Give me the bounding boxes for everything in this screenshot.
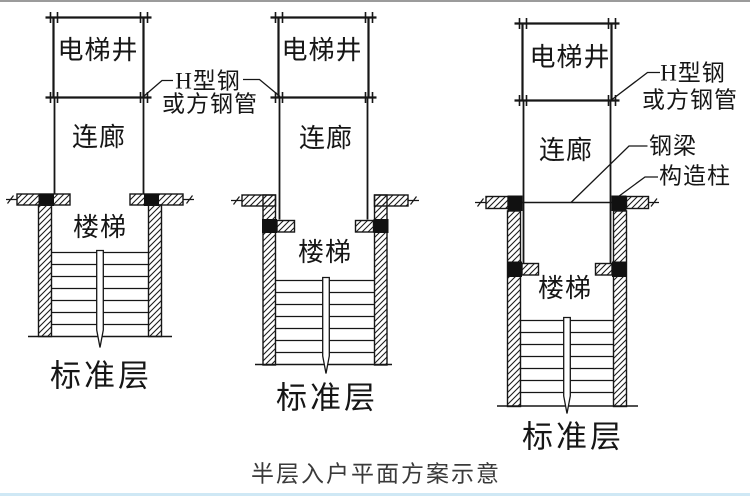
h-steel-leader-left-group <box>143 78 281 98</box>
column-marker-top-right <box>611 195 627 211</box>
extension-lines <box>231 196 419 205</box>
elevator-shaft-label: 电梯井 <box>57 36 139 65</box>
landing-ledge-hatch-right <box>594 262 613 276</box>
steel-column-corner-ticks <box>274 12 374 103</box>
landing-ledge-hatch-right <box>354 219 375 233</box>
h-steel-leader-right-group <box>611 71 660 101</box>
steel-column-corner-ticks <box>49 12 149 103</box>
column-marker-top-left <box>507 195 523 211</box>
standard-floor-label: 标准层 <box>50 358 152 394</box>
floor-slab-hatch-left <box>485 195 509 210</box>
column-marker-mid-left <box>507 261 522 277</box>
corridor-walls <box>278 97 369 220</box>
corridor-label: 连廊 <box>71 123 127 152</box>
stair-direction-arrow <box>563 316 571 414</box>
stair-direction-arrow <box>322 276 330 374</box>
scheme-1-linework <box>6 12 194 348</box>
column-marker-left <box>38 193 54 206</box>
stair-wall-left <box>506 210 522 408</box>
steel-beam-leader <box>570 145 648 203</box>
extension-lines <box>6 195 194 204</box>
scheme-2-linework <box>231 12 419 374</box>
h-steel-annotation-line1: H型钢 <box>175 68 241 94</box>
h-steel-annotation-line2: 或方钢管 <box>642 87 738 113</box>
column-marker-left <box>262 219 277 233</box>
elevator-shaft-label: 电梯井 <box>529 43 611 72</box>
stairs-label: 楼梯 <box>537 274 593 303</box>
elevator-shaft-label: 电梯井 <box>281 36 363 65</box>
stair-wall-left <box>37 204 53 338</box>
stair-wall-right <box>147 204 163 338</box>
bottom-accent-strip <box>0 493 750 496</box>
corridor-label: 连廊 <box>538 136 594 165</box>
corridor-walls <box>53 97 145 194</box>
scheme-3-linework <box>475 18 659 414</box>
stair-direction-arrow <box>96 249 104 348</box>
elevator-shaft-outline <box>514 22 620 102</box>
floor-slab-hatch-right <box>625 195 650 210</box>
corridor-walls <box>522 100 612 264</box>
elevator-shaft-outline <box>45 16 152 99</box>
stair-wall-right <box>612 210 628 408</box>
steel-beam-annotation: 钢梁 <box>649 133 697 159</box>
corridor-label: 连廊 <box>298 124 354 153</box>
landing-ledge-hatch-left <box>521 262 540 276</box>
structural-column-annotation: 构造柱 <box>659 163 731 189</box>
h-steel-annotation-line1: H型钢 <box>660 60 726 86</box>
column-marker-right <box>144 193 159 206</box>
column-marker-right <box>373 219 389 233</box>
stairs-label: 楼梯 <box>72 213 128 242</box>
column-marker-mid-right <box>612 261 627 277</box>
elevator-shaft-outline <box>270 16 377 99</box>
landing-ledge-hatch-left <box>276 219 296 233</box>
stairs-label: 楼梯 <box>297 238 353 267</box>
steel-column-corner-ticks <box>518 18 617 106</box>
standard-floor-label: 标准层 <box>276 380 378 416</box>
h-steel-annotation-line2: 或方钢管 <box>162 91 258 117</box>
standard-floor-label: 标准层 <box>522 419 624 455</box>
structural-column-leader <box>618 176 658 198</box>
extension-lines <box>475 198 659 207</box>
figure-caption: 半层入户平面方案示意 <box>251 461 501 487</box>
top-border-line <box>0 0 750 2</box>
annotation-leader-lines <box>143 71 660 203</box>
